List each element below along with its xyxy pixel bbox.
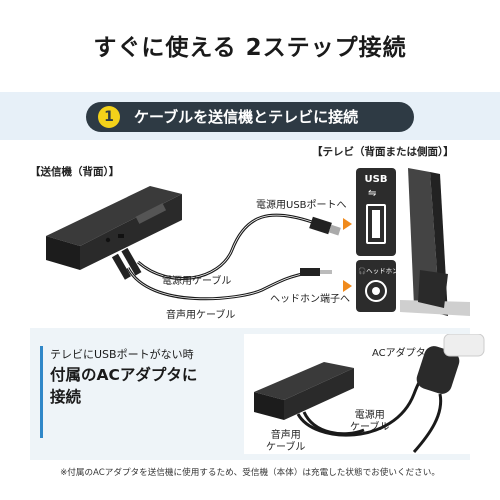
power-usb-port-label: 電源用USBポートへ	[256, 200, 347, 211]
main-title: すぐに使える 2ステップ接続	[93, 35, 407, 61]
usb-port-label: USB	[364, 174, 388, 185]
headphone-jack-label: ヘッドホン端子へ	[270, 294, 350, 305]
small-transmitter-icon	[254, 362, 354, 420]
step-title: ケーブルを送信機とテレビに接続	[134, 108, 359, 126]
usb-plug-icon	[309, 216, 341, 236]
power-cable-label: 電源用ケーブル	[162, 276, 232, 287]
ac-adapter-illustration	[254, 334, 485, 453]
headphone-port-label: ヘッドホン出力	[366, 267, 412, 275]
ac-adapter-icon	[412, 334, 485, 453]
step-header: 1 ケーブルを送信機とテレビに接続	[86, 102, 414, 132]
headphone-jack-icon	[365, 280, 387, 302]
usb-slot-icon	[366, 204, 386, 244]
sub-audio-cable-label: 音声用 ケーブル	[266, 430, 306, 453]
transmitter-plugs	[111, 247, 142, 280]
headphone-port: 🎧ヘッドホン出力	[356, 260, 412, 312]
step-band: 1 ケーブルを送信機とテレビに接続	[0, 92, 500, 140]
tv-back-label: 【テレビ（背面または側面）】	[312, 146, 454, 158]
step-number-badge: 1	[98, 106, 120, 128]
headphone-plug-icon	[300, 268, 332, 276]
usb-arrow-icon	[343, 218, 352, 230]
no-usb-section: テレビにUSBポートがない時 付属のACアダプタに 接続 ACアダプタ 音声用	[30, 328, 494, 460]
ac-adapter-label: ACアダプタ	[372, 348, 426, 359]
ac-adapter-heading-line1: 付属のACアダプタに	[50, 366, 198, 384]
headphone-icon: 🎧	[358, 267, 367, 275]
ac-adapter-heading-line2: 接続	[50, 388, 82, 406]
ac-adapter-heading: 付属のACアダプタに 接続	[50, 364, 220, 408]
audio-cable-label: 音声用ケーブル	[166, 310, 236, 321]
connection-illustration	[46, 168, 470, 316]
tv-side-icon	[400, 168, 470, 316]
headphone-arrow-icon	[343, 280, 352, 292]
usb-symbol-icon: ⇋	[368, 188, 377, 199]
usb-port: USB ⇋	[356, 168, 396, 256]
ac-adapter-illustration-card: ACアダプタ 音声用 ケーブル 電源用 ケーブル	[244, 334, 494, 454]
no-usb-caption: テレビにUSBポートがない時	[50, 348, 194, 361]
footnote: ※付属のACアダプタを送信機に使用するため、受信機（本体）は充電した状態でお使い…	[60, 468, 440, 478]
sub-power-cable-label: 電源用 ケーブル	[350, 410, 390, 433]
transmitter-device-icon	[46, 186, 182, 270]
accent-bar	[40, 346, 43, 438]
transmitter-back-label: 【送信機（背面）】	[30, 166, 120, 178]
